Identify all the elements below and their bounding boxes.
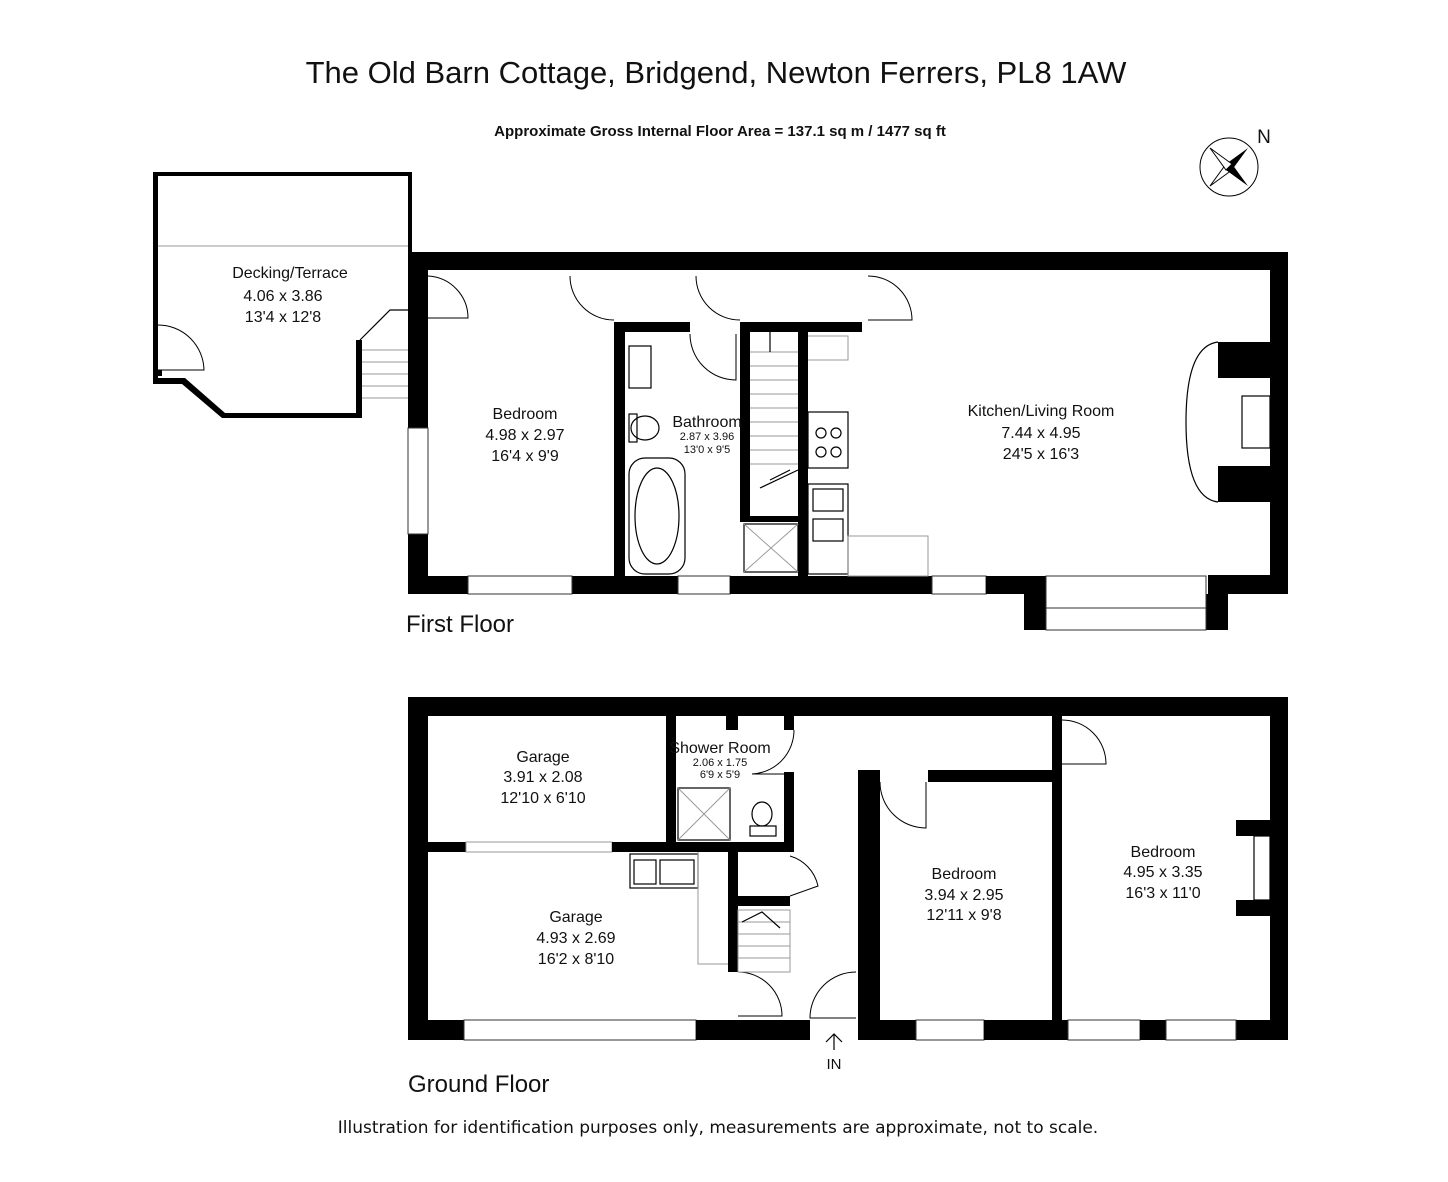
decking-imperial: 13'4 x 12'8 — [245, 309, 321, 326]
decking-label: Decking/Terrace — [232, 265, 348, 282]
kitchen-label: Kitchen/Living Room — [968, 403, 1115, 420]
compass-icon — [1199, 137, 1259, 197]
gf-bedroom1-label: Bedroom — [932, 866, 997, 883]
gf-bedroom1-metric: 3.94 x 2.95 — [924, 887, 1003, 904]
garage1-imperial: 12'10 x 6'10 — [500, 790, 585, 807]
ff-bedroom-label: Bedroom — [493, 406, 558, 423]
ground-floor-plan — [408, 697, 1288, 1041]
kitchen-imperial: 24'5 x 16'3 — [1003, 446, 1079, 463]
ff-bedroom-metric: 4.98 x 2.97 — [485, 427, 564, 444]
garage2-metric: 4.93 x 2.69 — [536, 930, 615, 947]
gf-bedroom2-metric: 4.95 x 3.35 — [1123, 864, 1202, 881]
shower-room-metric: 2.06 x 1.75 — [693, 757, 747, 769]
shower-room-label: Shower Room — [669, 740, 770, 757]
entrance-label: IN — [827, 1056, 842, 1073]
bathroom-metric: 2.87 x 3.96 — [680, 431, 734, 443]
page-title: The Old Barn Cottage, Bridgend, Newton F… — [306, 55, 1127, 90]
bathroom-imperial: 13'0 x 9'5 — [684, 444, 730, 456]
bathroom-label: Bathroom — [672, 414, 741, 431]
floor-area-summary: Approximate Gross Internal Floor Area = … — [494, 123, 946, 140]
first-floor-plan — [153, 172, 1288, 631]
entrance-arrow-icon — [825, 1033, 843, 1050]
ff-bedroom-imperial: 16'4 x 9'9 — [491, 448, 559, 465]
decking-metric: 4.06 x 3.86 — [243, 288, 322, 305]
garage2-imperial: 16'2 x 8'10 — [538, 951, 614, 968]
gf-bedroom2-label: Bedroom — [1131, 844, 1196, 861]
kitchen-metric: 7.44 x 4.95 — [1001, 425, 1080, 442]
compass-north-label: N — [1257, 127, 1271, 148]
garage1-label: Garage — [516, 749, 569, 766]
garage2-label: Garage — [549, 909, 602, 926]
first-floor-label: First Floor — [406, 611, 514, 638]
garage1-metric: 3.91 x 2.08 — [503, 769, 582, 786]
ground-floor-label: Ground Floor — [408, 1071, 549, 1098]
shower-room-imperial: 6'9 x 5'9 — [700, 769, 740, 781]
gf-bedroom1-imperial: 12'11 x 9'8 — [926, 907, 1001, 924]
gf-bedroom2-imperial: 16'3 x 11'0 — [1125, 885, 1200, 902]
disclaimer-text: Illustration for identification purposes… — [338, 1118, 1098, 1138]
